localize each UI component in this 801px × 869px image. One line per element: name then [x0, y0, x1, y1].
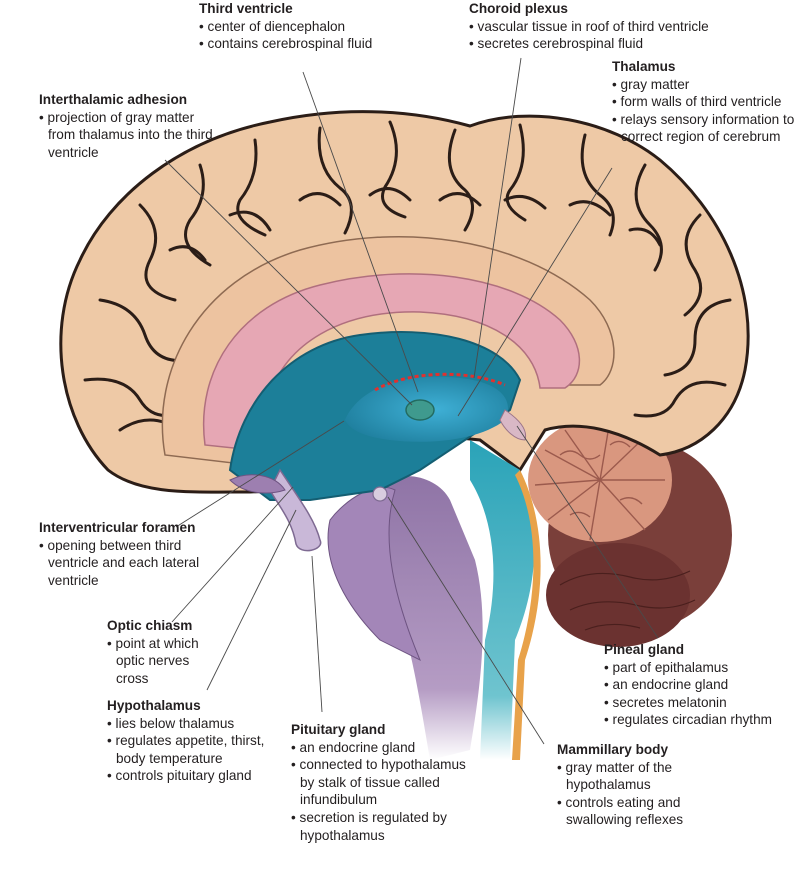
label-bullet: an endocrine gland — [291, 739, 476, 757]
label-bullet: an endocrine gland — [604, 676, 799, 694]
diencephalon — [228, 331, 527, 552]
label-bullet: lies below thalamus — [107, 715, 282, 733]
label-title: Mammillary body — [557, 742, 669, 757]
label-bullet: center of diencephalon — [199, 18, 389, 36]
label-bullet: connected to hypothalamus by stalk of ti… — [291, 756, 476, 809]
mammillary-body-mass — [372, 486, 388, 502]
label-bullet: secretes melatonin — [604, 694, 799, 712]
label-bullet: regulates appetite, thirst, body tempera… — [107, 732, 282, 767]
label-bullet: projection of gray matter from thalamus … — [39, 109, 214, 162]
label-interventricular-foramen: Interventricular foramen opening between… — [39, 519, 209, 589]
label-bullet: controls eating and swallowing reflexes — [557, 794, 717, 829]
label-mammillary-body: Mammillary body gray matter of the hypot… — [557, 741, 717, 829]
pineal-gland-mass — [499, 409, 527, 441]
label-choroid-plexus: Choroid plexus vascular tissue in roof o… — [469, 0, 769, 53]
label-bullet: controls pituitary gland — [107, 767, 282, 785]
brainstem — [327, 440, 541, 760]
label-bullet: contains cerebrospinal fluid — [199, 35, 389, 53]
label-bullet: point at which optic nerves cross — [107, 635, 217, 688]
choroid-plexus-strip — [374, 372, 506, 392]
label-third-ventricle: Third ventricle center of diencephalon c… — [199, 0, 389, 53]
label-bullet: opening between third ventricle and each… — [39, 537, 209, 590]
label-bullet: secretion is regulated by hypothalamus — [291, 809, 476, 844]
interthalamic-adhesion-mass — [405, 399, 435, 421]
label-bullet: form walls of third ventricle — [612, 93, 800, 111]
label-title: Third ventricle — [199, 1, 293, 16]
label-bullet: relays sensory information to correct re… — [612, 111, 800, 146]
label-title: Hypothalamus — [107, 698, 201, 713]
label-pineal-gland: Pineal gland part of epithalamus an endo… — [604, 641, 799, 729]
label-pituitary-gland: Pituitary gland an endocrine gland conne… — [291, 721, 476, 844]
label-bullet: secretes cerebrospinal fluid — [469, 35, 769, 53]
label-title: Choroid plexus — [469, 1, 568, 16]
cerebellum — [528, 418, 732, 647]
label-title: Thalamus — [612, 59, 676, 74]
label-bullet: part of epithalamus — [604, 659, 799, 677]
label-bullet: gray matter — [612, 76, 800, 94]
label-hypothalamus: Hypothalamus lies below thalamus regulat… — [107, 697, 282, 785]
label-bullet: regulates circadian rhythm — [604, 711, 799, 729]
label-title: Pineal gland — [604, 642, 685, 657]
label-title: Interthalamic adhesion — [39, 92, 188, 107]
label-bullet: vascular tissue in roof of third ventric… — [469, 18, 769, 36]
label-title: Interventricular foramen — [39, 520, 196, 535]
leader-lines — [164, 57, 659, 745]
label-optic-chiasm: Optic chiasm point at which optic nerves… — [107, 617, 217, 687]
label-interthalamic-adhesion: Interthalamic adhesion projection of gra… — [39, 91, 214, 161]
label-bullet: gray matter of the hypothalamus — [557, 759, 717, 794]
label-thalamus: Thalamus gray matter form walls of third… — [612, 58, 800, 146]
label-title: Pituitary gland — [291, 722, 386, 737]
label-title: Optic chiasm — [107, 618, 193, 633]
